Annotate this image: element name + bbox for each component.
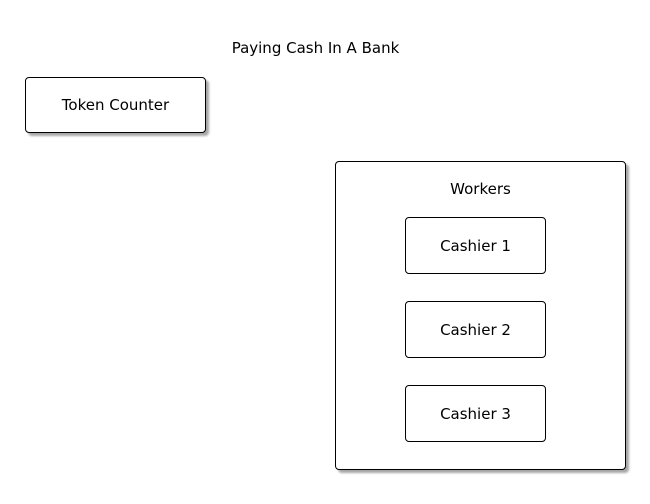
workers-group-label: Workers bbox=[450, 180, 511, 198]
cashier-3-label: Cashier 3 bbox=[440, 404, 511, 423]
cashier-2-node: Cashier 2 bbox=[405, 301, 546, 358]
cashier-3-node: Cashier 3 bbox=[405, 385, 546, 442]
cashier-2-label: Cashier 2 bbox=[440, 320, 511, 339]
diagram-title: Paying Cash In A Bank bbox=[231, 39, 400, 57]
token-counter-node: Token Counter bbox=[25, 77, 206, 133]
cashier-1-label: Cashier 1 bbox=[440, 236, 511, 255]
token-counter-label: Token Counter bbox=[61, 96, 170, 114]
cashier-1-node: Cashier 1 bbox=[405, 217, 546, 274]
workers-group: Workers Cashier 1 Cashier 2 Cashier 3 bbox=[335, 161, 626, 470]
